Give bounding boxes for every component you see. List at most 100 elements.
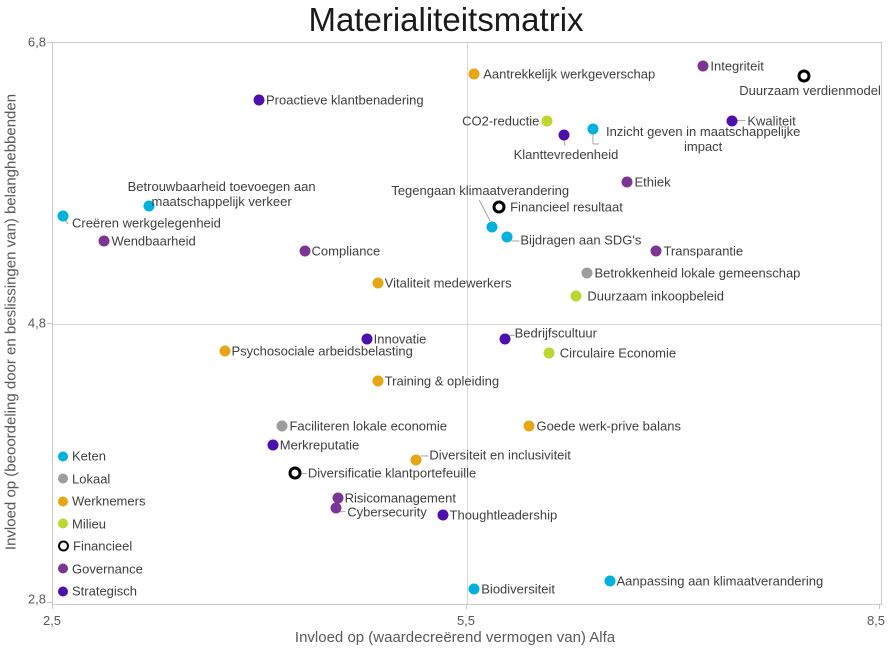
data-point-dot[interactable] [143, 200, 155, 212]
data-point-label: Klanttevredenheid [513, 146, 619, 162]
data-point-dot[interactable] [288, 466, 302, 480]
data-point-label: Integriteit [710, 58, 764, 74]
x-tickmark [879, 604, 880, 609]
data-point-dot[interactable] [267, 439, 279, 451]
data-point-label: Tegengaan klimaatverandering [391, 183, 570, 199]
data-point-label: Wendbaarheid [111, 233, 196, 249]
data-point-dot[interactable] [276, 420, 288, 432]
data-point-dot[interactable] [543, 347, 555, 359]
legend-marker [58, 473, 68, 484]
data-point-label: Thoughtleadership [449, 507, 558, 523]
legend-label: Financieel [73, 538, 133, 554]
legend-item-werknemers[interactable]: Werknemers [58, 494, 145, 509]
data-point-dot[interactable] [570, 290, 582, 302]
data-point-dot[interactable] [523, 420, 535, 432]
y-tick-top: 6,8 [27, 34, 46, 50]
legend-item-governance[interactable]: Governance [58, 561, 143, 576]
data-point-dot[interactable] [650, 245, 662, 257]
data-point-dot[interactable] [468, 68, 480, 80]
plot-area [52, 42, 882, 605]
data-point-dot[interactable] [541, 115, 553, 127]
data-point-dot[interactable] [98, 235, 110, 247]
data-point-dot[interactable] [437, 509, 449, 521]
data-point-dot[interactable] [797, 69, 811, 83]
x-tick-middle: 5,5 [456, 613, 476, 628]
data-point-dot[interactable] [372, 277, 384, 289]
data-point-dot[interactable] [581, 267, 593, 279]
quadrant-gridline-horizontal [53, 323, 881, 325]
data-point-dot[interactable] [372, 375, 384, 387]
legend-marker [58, 451, 68, 461]
data-point-label: Risicomanagement [344, 490, 456, 506]
data-point-label: Diversificatie klantportefeuille [307, 465, 477, 481]
data-point-dot[interactable] [330, 502, 342, 514]
data-point-dot[interactable] [492, 200, 506, 214]
data-point-dot[interactable] [468, 583, 480, 595]
y-tickmark [47, 42, 52, 43]
data-point-dot[interactable] [587, 123, 599, 135]
data-point-label: Training & opleiding [384, 373, 500, 389]
data-point-dot[interactable] [499, 333, 511, 345]
x-tick-right: 8,5 [866, 613, 886, 628]
data-point-dot[interactable] [219, 345, 230, 357]
legend-marker [58, 496, 68, 506]
data-point-label: Psychosociale arbeidsbelasting [231, 343, 413, 359]
legend-item-milieu[interactable]: Milieu [58, 516, 106, 531]
data-point-dot[interactable] [501, 231, 513, 243]
data-point-label: CO2-reductie [462, 113, 540, 129]
data-point-dot[interactable] [332, 492, 344, 504]
legend-marker [58, 540, 69, 552]
data-point-label: Merkreputatie [279, 437, 360, 453]
data-point-label: Creëren werkgelegenheid [72, 215, 221, 231]
data-point-label: Faciliteren lokale economie [289, 418, 447, 434]
data-point-label: Goede werk-prive balans [536, 418, 681, 434]
data-point-label: Cybersecurity [347, 504, 427, 520]
data-point-dot[interactable] [604, 575, 616, 587]
x-tick-left: 2,5 [42, 613, 62, 628]
data-point-label: Ethiek [634, 174, 671, 190]
legend-label: Lokaal [72, 471, 111, 486]
data-point-label: Bedrijfscultuur [514, 325, 597, 341]
data-point-dot[interactable] [726, 115, 738, 127]
legend-marker [58, 563, 68, 574]
legend-item-strategisch[interactable]: Strategisch [58, 584, 137, 599]
x-axis-title: Invloed op (waardecreërend vermogen van)… [294, 629, 616, 646]
legend-marker [58, 586, 68, 596]
legend-label: Milieu [72, 516, 106, 531]
data-point-label: Financieel resultaat [510, 199, 623, 215]
data-point-dot[interactable] [253, 94, 265, 105]
data-point-label: Compliance [311, 243, 381, 259]
data-point-label: Kwaliteit [747, 113, 796, 129]
data-point-dot[interactable] [57, 210, 69, 222]
data-point-label: Transparantie [663, 243, 744, 259]
data-point-dot[interactable] [361, 333, 373, 345]
y-tickmark [47, 322, 52, 324]
data-point-label: Duurzaam inkoopbeleid [587, 288, 724, 304]
legend-label: Werknemers [72, 493, 146, 509]
legend-marker [58, 518, 68, 529]
legend-label: Keten [72, 448, 106, 464]
chart-title: Materialiteitsmatrix [308, 1, 584, 38]
data-point-dot[interactable] [299, 245, 311, 257]
data-point-dot[interactable] [486, 221, 498, 233]
data-point-dot[interactable] [558, 129, 570, 141]
data-point-label: Betrokkenheid lokale gemeenschap [594, 265, 801, 281]
data-point-label: Biodiversiteit [481, 581, 555, 597]
data-point-label: Proactieve klantbenadering [266, 92, 424, 107]
data-point-dot[interactable] [621, 176, 633, 188]
y-tickmark [47, 602, 52, 603]
legend-item-keten[interactable]: Keten [58, 449, 106, 464]
data-point-dot[interactable] [697, 60, 709, 72]
legend-item-lokaal[interactable]: Lokaal [58, 471, 110, 486]
data-point-dot[interactable] [410, 454, 422, 466]
data-point-label: Duurzaam verdienmodel [739, 82, 881, 98]
legend-item-financieel[interactable]: Financieel [58, 539, 132, 554]
y-tick-bottom: 2,8 [27, 591, 46, 607]
data-point-label: Innovatie [373, 331, 427, 347]
y-tick-middle: 4,8 [27, 315, 46, 330]
